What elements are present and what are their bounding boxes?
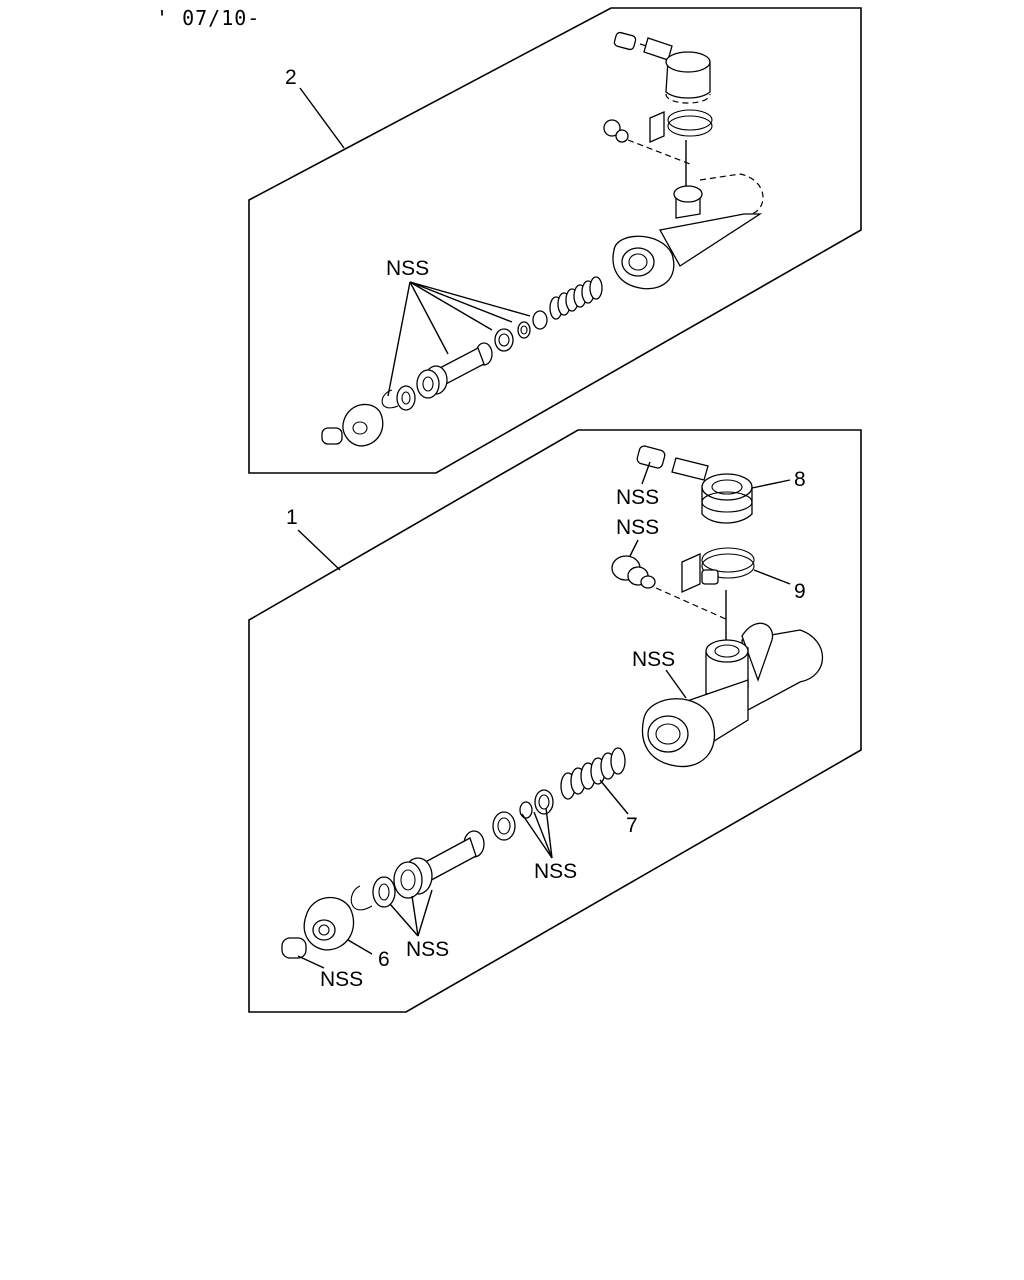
callout-nss-pushrod-label: NSS (320, 968, 363, 991)
callout-part-8-label: 8 (794, 468, 806, 491)
assembly-1-ref: 1 (286, 506, 298, 529)
callout-nss-seals-label: NSS (534, 860, 577, 883)
callout-nss-body: NSS (632, 648, 687, 699)
part-6-boot (281, 896, 355, 959)
assembly-2-leader (299, 87, 345, 149)
assembly-2-frame (248, 7, 862, 474)
callout-nss-seals: NSS (521, 807, 577, 883)
assembly-2-clamp (603, 109, 713, 188)
assembly-2-group: 2 (248, 7, 862, 474)
date-code: ' 07/10- (156, 6, 260, 30)
callout-nss-pushrod: NSS (297, 955, 363, 991)
callout-part-6-label: 6 (378, 948, 390, 971)
cylinder-body (641, 622, 824, 768)
cylinder-seals (492, 789, 554, 841)
callout-part-7-label: 7 (626, 814, 638, 837)
assembly-2-nss-label: NSS (386, 257, 429, 280)
callout-nss-piston-cups-label: NSS (406, 938, 449, 961)
assembly-1-frame (248, 429, 862, 1013)
assembly-2-piston (416, 342, 493, 399)
callout-nss-bleeder-label: NSS (616, 516, 659, 539)
callout-part-6: 6 (347, 939, 390, 971)
assembly-2-reservoir-hose (613, 31, 711, 104)
assembly-2-seals (494, 310, 548, 352)
assembly-1-leader (297, 529, 341, 571)
piston (372, 830, 485, 908)
callout-nss-hose-end-label: NSS (616, 486, 659, 509)
assembly-2-ref: 2 (285, 66, 297, 89)
callout-nss-hose-end: NSS (616, 461, 659, 509)
callout-part-9-label: 9 (794, 580, 806, 603)
assembly-2-spring (549, 276, 603, 320)
part-9-clamp (681, 547, 755, 594)
assembly-1-group: 1 (248, 429, 862, 1013)
assembly-2-cylinder-body (612, 173, 764, 290)
callout-nss-bleeder: NSS (616, 516, 659, 557)
assembly-2-nss-callout: NSS (386, 257, 531, 397)
snap-ring (350, 885, 373, 911)
callout-part-8: 8 (751, 468, 806, 491)
callout-nss-body-label: NSS (632, 648, 675, 671)
callout-part-9: 9 (753, 569, 806, 603)
callout-part-7: 7 (599, 779, 638, 837)
part-8-reservoir-hose (636, 445, 753, 524)
part-7-spring (560, 747, 626, 800)
bleeder-fitting (611, 555, 729, 648)
callout-nss-piston-cups: NSS (389, 889, 449, 961)
assembly-2-boot-parts (321, 385, 416, 447)
